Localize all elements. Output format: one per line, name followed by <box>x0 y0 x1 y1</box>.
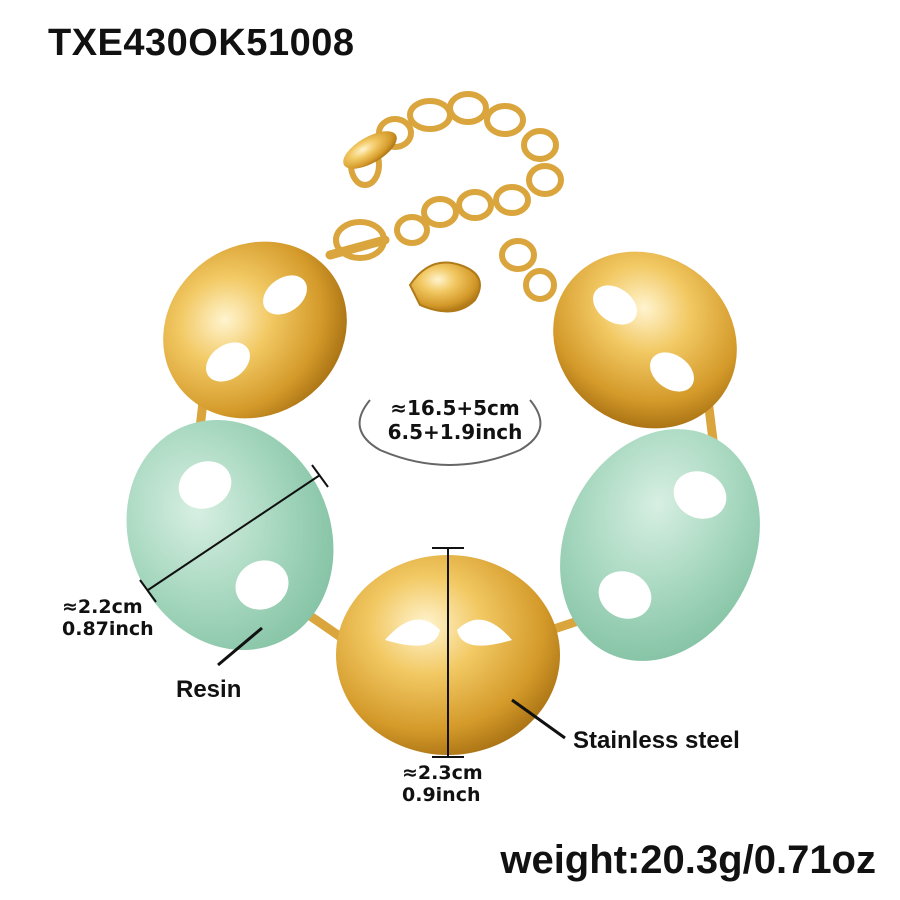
steel-dimension-line <box>432 547 464 758</box>
steel-callout-line <box>511 698 566 740</box>
lobster-clasp <box>408 261 481 313</box>
steel-link-inch: 0.9inch <box>402 784 481 806</box>
resin-link-inch: 0.87inch <box>62 618 154 640</box>
resin-link-right <box>560 429 760 661</box>
product-weight: weight:20.3g/0.71oz <box>500 838 876 882</box>
gold-link-top-right <box>553 251 737 429</box>
steel-link-cm: ≈2.3cm <box>402 762 483 784</box>
resin-label: Resin <box>176 676 242 703</box>
brand-tag <box>343 131 397 169</box>
gold-link-top-left <box>163 241 347 419</box>
length-inch: 6.5+1.9inch <box>387 420 523 444</box>
length-label: ≈16.5+5cm 6.5+1.9inch <box>370 396 540 444</box>
resin-link-size: ≈2.2cm 0.87inch <box>62 596 154 640</box>
length-cm: ≈16.5+5cm <box>390 396 520 420</box>
resin-dimension-line <box>139 464 329 603</box>
length-arc <box>358 399 542 466</box>
resin-link-cm: ≈2.2cm <box>62 596 143 618</box>
steel-label: Stainless steel <box>573 727 740 754</box>
steel-link-size: ≈2.3cm 0.9inch <box>402 762 483 806</box>
resin-callout-line <box>217 626 263 667</box>
product-sku: TXE430OK51008 <box>48 22 355 64</box>
